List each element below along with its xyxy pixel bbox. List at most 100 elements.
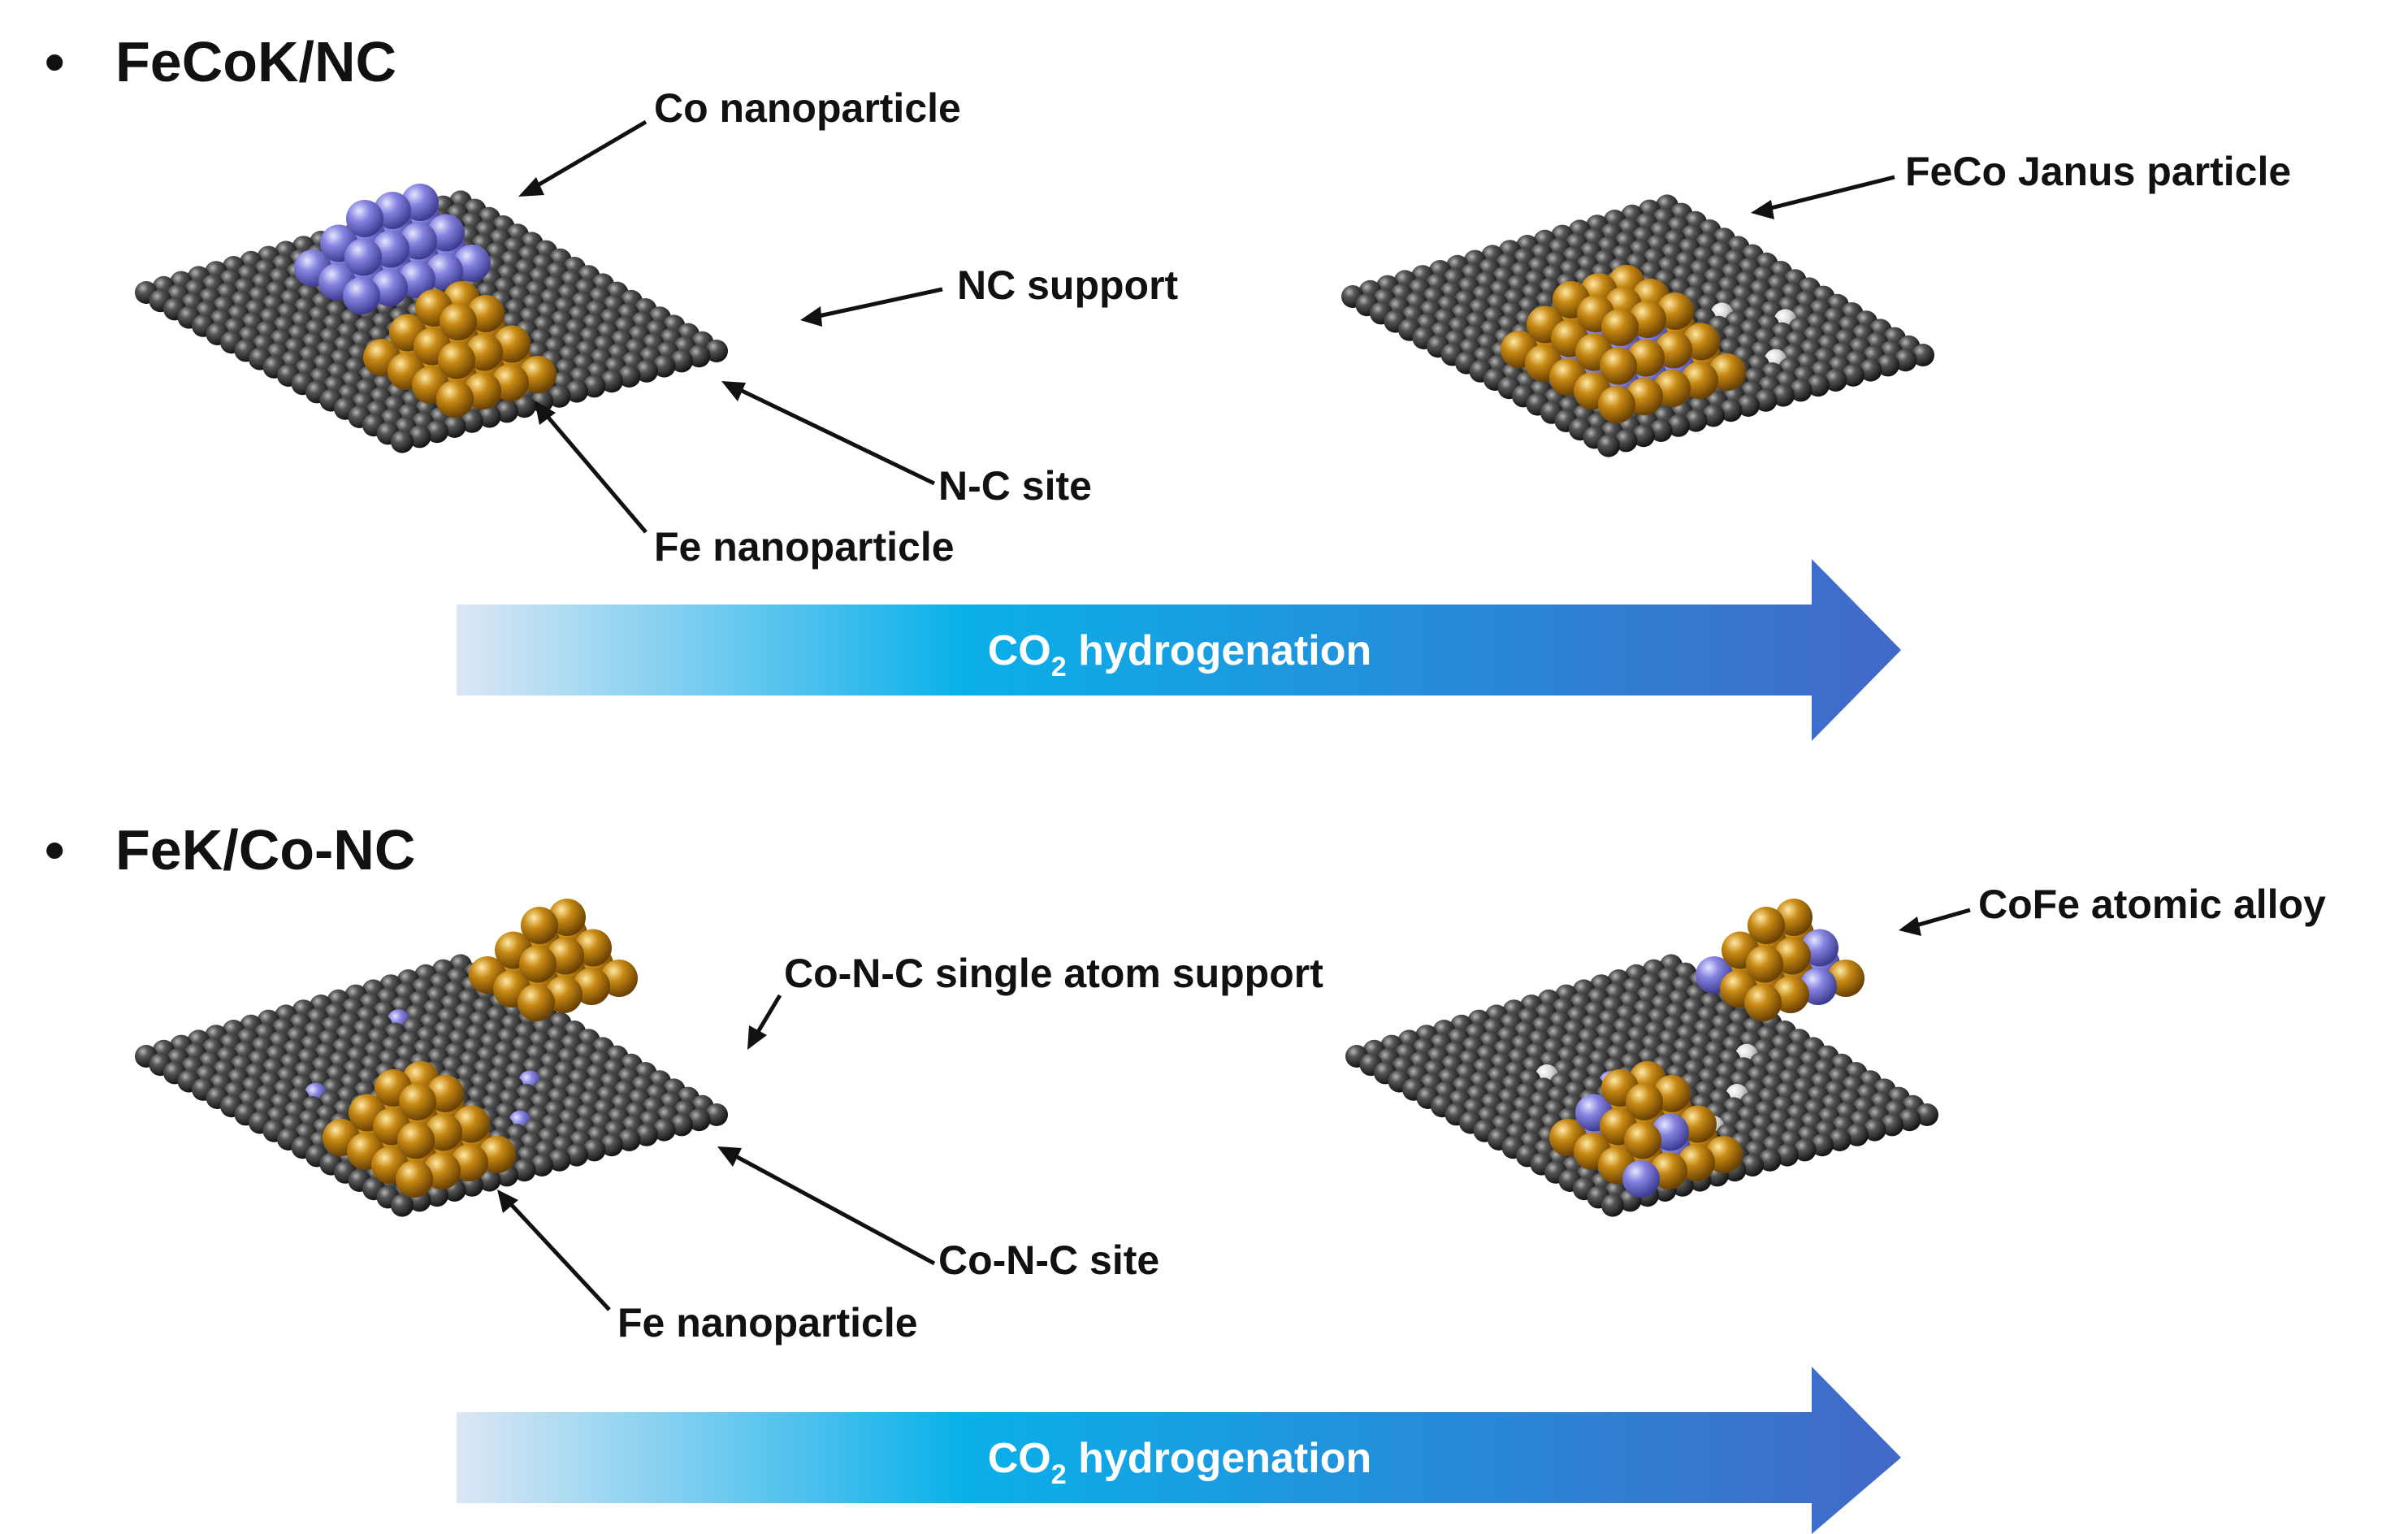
carbon-atom <box>391 1194 414 1217</box>
carbon-atom <box>617 1129 641 1151</box>
carbon-atom <box>426 420 448 444</box>
arrow-body <box>457 559 1901 741</box>
pointer-co-nanoparticle-head <box>518 177 544 197</box>
carbon-atom <box>478 405 501 428</box>
label-cofe-atomic-alloy: CoFe atomic alloy <box>1978 882 2326 927</box>
carbon-atom <box>1894 349 1917 372</box>
carbon-atom <box>565 379 588 403</box>
co2-hydrogenation-arrow-2: CO2 hydrogenation <box>457 1367 1901 1534</box>
carbon-atom <box>600 1133 623 1157</box>
carbon-atom <box>1811 1133 1834 1157</box>
panel-2-bullet: • <box>45 818 65 882</box>
iron-atom <box>399 1083 436 1120</box>
carbon-atom <box>1863 1118 1886 1142</box>
carbon-atom <box>583 1138 606 1162</box>
carbon-atom <box>1614 429 1638 453</box>
carbon-atom <box>391 430 414 453</box>
arrow-label: CO2 hydrogenation <box>988 627 1371 682</box>
carbon-atom <box>461 410 483 433</box>
fe-nanoparticle <box>323 1061 516 1198</box>
iron-atom <box>438 341 475 379</box>
carbon-atom <box>1754 388 1778 412</box>
carbon-atom <box>1807 374 1830 397</box>
carbon-atom <box>513 1159 536 1182</box>
carbon-atom <box>496 400 518 423</box>
carbon-atom <box>1719 399 1743 422</box>
cobalt-atom <box>344 238 382 276</box>
carbon-atom <box>670 1113 693 1137</box>
carbon-atom <box>408 425 431 448</box>
pointer-co-n-c-site-head <box>717 1146 742 1167</box>
carbon-atom <box>705 1103 728 1126</box>
pointer-co-n-c-site <box>730 1151 936 1266</box>
carbon-atom <box>600 370 623 393</box>
carbon-atom <box>670 349 693 373</box>
carbon-atom <box>1912 344 1934 366</box>
pointer-fe-nanoparticle-2-head <box>497 1190 518 1213</box>
carbon-atom <box>1772 384 1795 407</box>
cobalt-atom <box>343 277 380 314</box>
panel-2-title: FeK/Co-NC <box>115 818 415 882</box>
pointer-fe-nanoparticle-2 <box>506 1199 611 1311</box>
panel-1-title: FeCoK/NC <box>115 30 396 93</box>
carbon-atom <box>1667 414 1690 437</box>
carbon-atom <box>1684 409 1708 432</box>
label-fe-nanoparticle-2: Fe nanoparticle <box>617 1300 918 1346</box>
iron-atom <box>1600 347 1637 385</box>
iron-atom <box>1748 907 1785 944</box>
carbon-atom <box>583 375 606 398</box>
carbon-atom <box>1859 358 1882 382</box>
carbon-atom <box>687 1108 711 1132</box>
iron-atom <box>1601 309 1639 346</box>
panel-fek-co-nc: • FeK/Co-NC Co-N-C single atom support C… <box>45 818 2326 1534</box>
carbon-atom <box>652 1118 676 1142</box>
cobalt-atom <box>1622 1160 1660 1198</box>
pointer-co-nanoparticle <box>531 119 647 191</box>
carbon-atom <box>1824 369 1847 392</box>
iron-atom <box>1624 1121 1661 1159</box>
iron-atom <box>518 984 555 1021</box>
fe-nanoparticle <box>363 281 557 418</box>
carbon-atom <box>1776 1143 1799 1167</box>
pointer-janus-particle-head <box>1751 200 1774 219</box>
label-n-c-site: N-C site <box>938 463 1092 509</box>
carbon-atom <box>565 1143 588 1167</box>
label-co-n-c-site: Co-N-C site <box>938 1237 1159 1283</box>
co-nanoparticle <box>294 184 491 314</box>
iron-atom <box>436 380 474 418</box>
pointer-n-c-site <box>734 385 936 486</box>
label-nc-support: NC support <box>957 262 1179 308</box>
carbon-atom <box>652 354 676 378</box>
pointer-cofe-alloy <box>1912 908 1971 929</box>
carbon-atom <box>426 1184 448 1207</box>
carbon-atom <box>1793 1138 1817 1162</box>
carbon-atom <box>443 415 466 438</box>
iron-atom <box>521 907 558 944</box>
carbon-atom <box>1597 434 1620 457</box>
carbon-atom <box>1758 1148 1782 1172</box>
carbon-atom <box>1842 363 1864 387</box>
carbon-atom <box>1737 394 1760 417</box>
label-co-n-c-single-atom-support: Co-N-C single atom support <box>784 951 1323 996</box>
carbon-atom <box>1898 1108 1921 1132</box>
carbon-atom <box>1846 1123 1869 1146</box>
carbon-atom <box>635 1123 658 1146</box>
label-co-nanoparticle: Co nanoparticle <box>654 85 961 131</box>
carbon-atom <box>687 344 711 368</box>
arrow-body-2 <box>457 1367 1901 1534</box>
co2-hydrogenation-arrow: CO2 hydrogenation <box>457 559 1901 741</box>
iron-atom <box>1744 984 1782 1021</box>
arrow-label-2: CO2 hydrogenation <box>988 1435 1371 1490</box>
carbon-atom <box>705 340 728 362</box>
carbon-atom <box>1828 1129 1851 1151</box>
panel-fecok-nc: • FeCoK/NC Co nanoparticle NC support N-… <box>45 30 2291 741</box>
pointer-co-n-c-support <box>753 994 782 1038</box>
carbon-atom <box>1741 1154 1764 1176</box>
carbon-atom <box>1916 1103 1938 1126</box>
pointer-fe-nanoparticle-head <box>535 401 556 425</box>
carbon-atom <box>635 359 658 383</box>
carbon-atom <box>548 384 571 408</box>
pointer-nc-support <box>814 287 943 319</box>
pointer-n-c-site-head <box>721 381 746 401</box>
